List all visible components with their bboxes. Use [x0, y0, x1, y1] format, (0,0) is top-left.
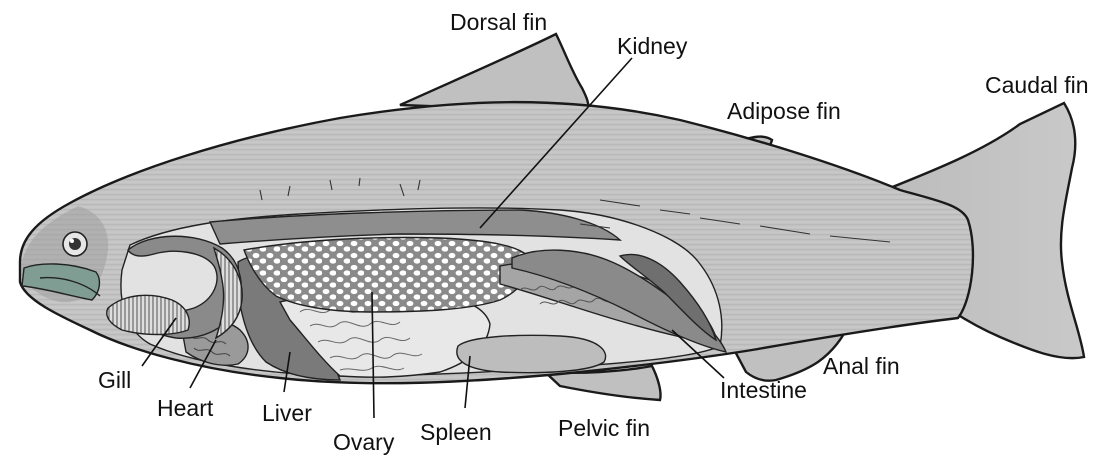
label-heart: Heart — [157, 395, 214, 421]
label-spleen: Spleen — [420, 419, 492, 445]
label-gill: Gill — [98, 367, 131, 393]
spleen-shape — [457, 335, 606, 372]
label-caudal-fin: Caudal fin — [985, 72, 1089, 98]
label-liver: Liver — [262, 400, 312, 426]
label-pelvic-fin: Pelvic fin — [558, 415, 650, 441]
label-adipose-fin: Adipose fin — [727, 98, 841, 124]
eye-highlight — [70, 239, 74, 243]
ovary-shape — [244, 238, 530, 313]
dorsal-fin-shape — [400, 34, 589, 112]
label-intestine: Intestine — [720, 377, 807, 403]
label-anal-fin: Anal fin — [823, 353, 900, 379]
label-kidney: Kidney — [617, 33, 688, 59]
label-dorsal-fin: Dorsal fin — [450, 9, 547, 35]
label-ovary: Ovary — [333, 429, 395, 455]
